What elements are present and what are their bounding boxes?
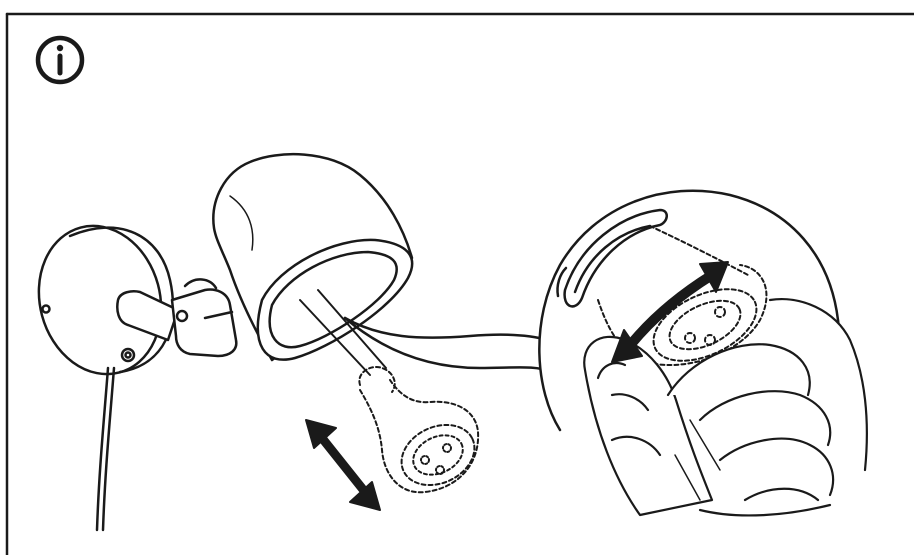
lamp-shade (212, 152, 414, 362)
rotate-arrow-icon (611, 261, 729, 363)
panel-frame (5, 12, 914, 555)
double-arrow-icon (305, 419, 381, 511)
removed-bulb (299, 289, 480, 494)
hand-illustration (583, 298, 868, 517)
power-cable (95, 366, 116, 532)
socket-ring (556, 208, 668, 308)
swivel-joint (116, 278, 238, 358)
info-circle-icon (35, 35, 85, 85)
wall-mount-base (37, 224, 175, 376)
zoom-callout-connector (343, 316, 554, 374)
